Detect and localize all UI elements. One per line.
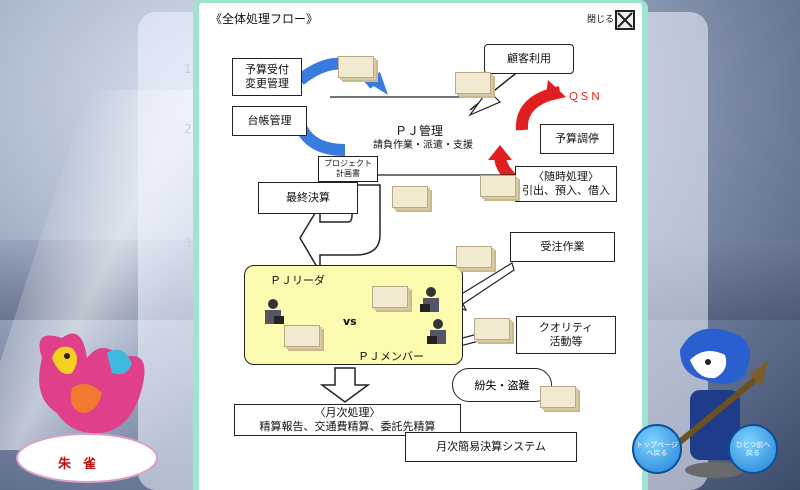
suzaku-phoenix-icon xyxy=(16,333,158,483)
blue-mascot-icon xyxy=(668,328,768,478)
vs-label: vs xyxy=(343,315,357,328)
final-settlement-box[interactable]: 最終決算 xyxy=(258,182,358,214)
pj-leader-label: ＰＪリーダ xyxy=(270,274,325,287)
money-icon xyxy=(455,72,491,94)
suzaku-label: 朱雀 xyxy=(58,457,109,472)
close-icon xyxy=(617,12,633,28)
money-icon xyxy=(284,325,320,347)
monthly-process-box[interactable]: 〈月次処理〉 精算報告、交通費精算、委託先精算 xyxy=(234,404,461,436)
money-icon xyxy=(480,175,516,197)
pj-manage-subtitle: 請負作業・派遣・支援 xyxy=(373,140,473,151)
prev-page-button[interactable]: ひとつ前へ 戻る xyxy=(728,424,778,474)
money-icon xyxy=(392,186,428,208)
member-worker-icon xyxy=(427,319,446,344)
red-arrow-head-icon xyxy=(545,80,566,102)
ghost-number: 3 xyxy=(184,236,192,250)
ghost-number: 2 xyxy=(184,122,192,136)
leader-worker-icon xyxy=(265,299,284,324)
ghost-number: 1 xyxy=(184,62,192,76)
budget-accept-box[interactable]: 予算受付 変更管理 xyxy=(232,58,302,96)
ad-hoc-box[interactable]: 〈随時処理〉 引出、預入、借入 xyxy=(515,166,617,202)
money-icon xyxy=(456,246,492,268)
top-page-button[interactable]: トップページ へ戻る xyxy=(632,424,682,474)
member-worker-icon xyxy=(420,287,439,312)
money-icon xyxy=(338,56,374,78)
close-button[interactable] xyxy=(615,10,635,30)
money-icon xyxy=(474,318,510,340)
order-work-box[interactable]: 受注作業 xyxy=(510,232,615,262)
money-icon xyxy=(372,286,408,308)
close-label: 閉じる xyxy=(587,15,615,25)
quality-box[interactable]: クオリティ 活動等 xyxy=(516,316,616,354)
money-icon xyxy=(540,386,576,408)
monthly-system-box[interactable]: 月次簡易決算システム xyxy=(405,432,577,462)
ghost-number: 4 xyxy=(184,376,192,390)
ledger-box[interactable]: 台帳管理 xyxy=(232,106,307,136)
qsn-label: ＱＳＮ xyxy=(568,90,601,103)
pj-manage-title: ＰＪ管理 xyxy=(395,124,444,138)
budget-adjust-box[interactable]: 予算調停 xyxy=(540,124,614,154)
pj-member-label: ＰＪメンバー xyxy=(358,350,424,363)
loss-theft-cloud: 紛失・盗難 xyxy=(452,368,552,402)
page-title: 《全体処理フロー》 xyxy=(210,12,319,26)
customer-use-box[interactable]: 顧客利用 xyxy=(484,44,574,74)
project-plan-box[interactable]: プロジェクト 計画書 xyxy=(318,156,378,182)
